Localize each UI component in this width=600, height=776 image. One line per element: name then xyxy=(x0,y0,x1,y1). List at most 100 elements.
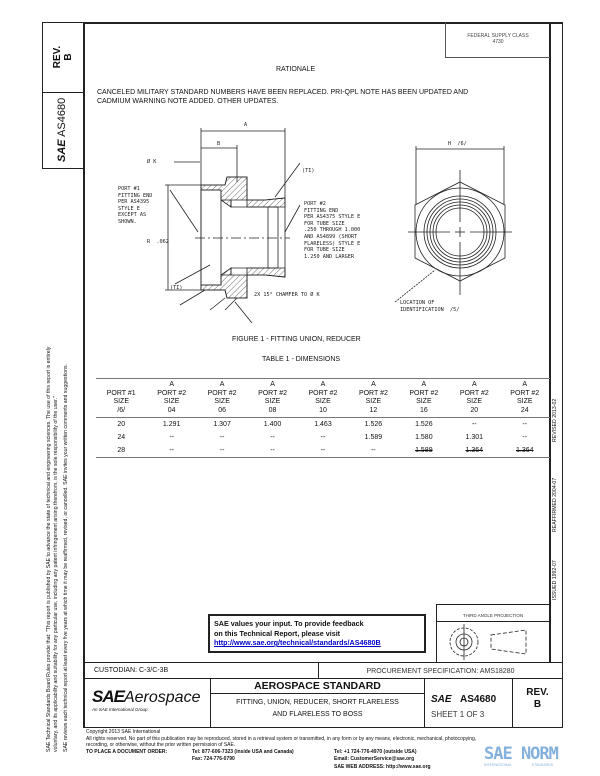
column-header-line: SIZE xyxy=(416,398,432,405)
column-header-line: SIZE xyxy=(466,398,483,405)
table-cell: -- xyxy=(522,421,528,428)
table-cell: -- xyxy=(219,447,225,454)
ti-label-top: (TI) xyxy=(302,168,315,174)
table-cell: -- xyxy=(169,447,174,454)
watermark-sub: INTERNATIONAL STANDARDS xyxy=(484,763,558,768)
dim-h-label: H /6/ xyxy=(448,141,467,147)
procurement-cell: PROCUREMENT SPECIFICATION: AMS18280 xyxy=(318,662,563,679)
table-title: TABLE 1 - DIMENSIONS xyxy=(262,356,341,363)
figure-caption: FIGURE 1 - FITTING UNION, REDUCER xyxy=(232,336,361,343)
table-cell: 28 xyxy=(117,447,126,454)
rev-value: B xyxy=(533,699,542,710)
dia-k-label: Ø K xyxy=(147,159,157,165)
order-label: TO PLACE A DOCUMENT ORDER: xyxy=(86,749,168,755)
frame-left xyxy=(83,22,85,727)
feedback-link[interactable]: http://www.sae.org/technical/standards/A… xyxy=(214,638,381,647)
feedback-line2: on this Technical Report, please visit xyxy=(214,628,341,638)
feedback-box: SAE values your input. To provide feedba… xyxy=(208,614,426,653)
dim-a-label: A xyxy=(244,122,248,128)
table-cell: -- xyxy=(219,434,225,441)
column-header-line: PORT #2 xyxy=(258,389,287,397)
column-header-line: A xyxy=(169,381,174,388)
column-header-line: A xyxy=(471,381,477,388)
custodian-text: CUSTODIAN: C-3/C-3B xyxy=(94,667,169,674)
column-header-line: /6/ xyxy=(117,406,126,414)
column-header-line: SIZE xyxy=(113,398,129,405)
title-line2: AND FLARELESS TO BOSS xyxy=(272,711,363,718)
column-header-line: PORT #2 xyxy=(510,389,540,397)
table-cell: 1.589 xyxy=(364,434,383,441)
column-header-line: PORT #2 xyxy=(358,389,388,397)
table-cell: -- xyxy=(270,447,275,454)
order-fax: Fax: 724-776-0790 xyxy=(192,756,235,762)
order-tel-intl: Tel: +1 724-776-4970 (outside USA) xyxy=(334,749,417,755)
logo-sae: SAE xyxy=(92,687,125,706)
port2-note: PORT #2 FITTING END PER AS4375 STYLE E F… xyxy=(304,201,361,260)
table-cell: -- xyxy=(371,447,376,454)
column-header-line: 12 xyxy=(369,406,378,414)
column-header-line: SIZE xyxy=(365,398,382,405)
column-header-line: A xyxy=(219,381,225,388)
column-header-line: SIZE xyxy=(516,398,533,405)
order-tel-usa: Tel: 877-606-7323 (inside USA and Canada… xyxy=(192,749,294,755)
logo-sub: An SAE International Group xyxy=(92,707,148,712)
column-header-line: PORT #2 xyxy=(409,389,439,397)
supply-class-value: 4730 xyxy=(492,39,504,45)
rights-line1: All rights reserved. No part of this pub… xyxy=(86,735,477,742)
projection-label: THIRD ANGLE PROJECTION xyxy=(462,613,524,618)
column-header-line: PORT #2 xyxy=(308,389,338,397)
table-cell: -- xyxy=(320,434,326,441)
column-header-line: 06 xyxy=(218,406,226,414)
table-cell: -- xyxy=(471,421,477,428)
feedback-line1: SAE values your input. To provide feedba… xyxy=(214,619,364,628)
supply-class-label: FEDERAL SUPPLY CLASS xyxy=(467,33,529,39)
rationale-text: CANCELED MILITARY STANDARD NUMBERS HAVE … xyxy=(97,88,468,106)
identification-note: LOCATION OF IDENTIFICATION /5/ xyxy=(400,300,460,313)
table-cell: -- xyxy=(522,434,528,441)
footer: Copyright 2013 SAE International All rig… xyxy=(86,729,566,749)
rev-label: REV. xyxy=(526,687,549,698)
table-cell: 20 xyxy=(117,421,126,428)
table-cell: 24 xyxy=(117,434,126,441)
table-cell: 1.364 xyxy=(465,447,484,454)
column-header-line: A xyxy=(320,381,326,388)
projection-divider xyxy=(436,621,550,622)
watermark-sub1: INTERNATIONAL xyxy=(484,763,512,767)
frame-right-inner xyxy=(549,22,551,662)
rev-cell: REV. B xyxy=(512,678,563,728)
third-angle-projection-icon xyxy=(449,624,527,660)
table-cell: 1.589 xyxy=(415,447,433,454)
column-header-line: A xyxy=(522,381,528,388)
column-header-line: PORT #2 xyxy=(157,389,187,397)
r-label: R .062 xyxy=(147,239,169,245)
column-header-line: PORT #1 xyxy=(106,389,136,397)
end-view xyxy=(394,146,512,303)
frame-top xyxy=(83,22,563,24)
column-header-line: 20 xyxy=(470,406,479,414)
ti-label-bottom: (TI) xyxy=(170,285,183,291)
watermark-text: SAE NORM xyxy=(484,744,559,764)
table-cell: 1.463 xyxy=(314,421,332,428)
frame-right-outer xyxy=(562,22,563,727)
docnum-row: SAE AS4680 xyxy=(431,689,512,707)
table-cell: 1.307 xyxy=(213,421,231,428)
procurement-text: PROCUREMENT SPECIFICATION: AMS18280 xyxy=(366,668,515,675)
column-header-line: 24 xyxy=(520,406,529,414)
dim-b-label: B xyxy=(217,141,221,147)
table-cell: 1.364 xyxy=(515,447,534,454)
column-header-line: SIZE xyxy=(315,398,331,405)
web-address[interactable]: SAE WEB ADDRESS: http://www.sae.org xyxy=(334,764,431,770)
column-header-line: 16 xyxy=(419,406,428,414)
supply-class-box: FEDERAL SUPPLY CLASS 4730 xyxy=(445,22,550,58)
